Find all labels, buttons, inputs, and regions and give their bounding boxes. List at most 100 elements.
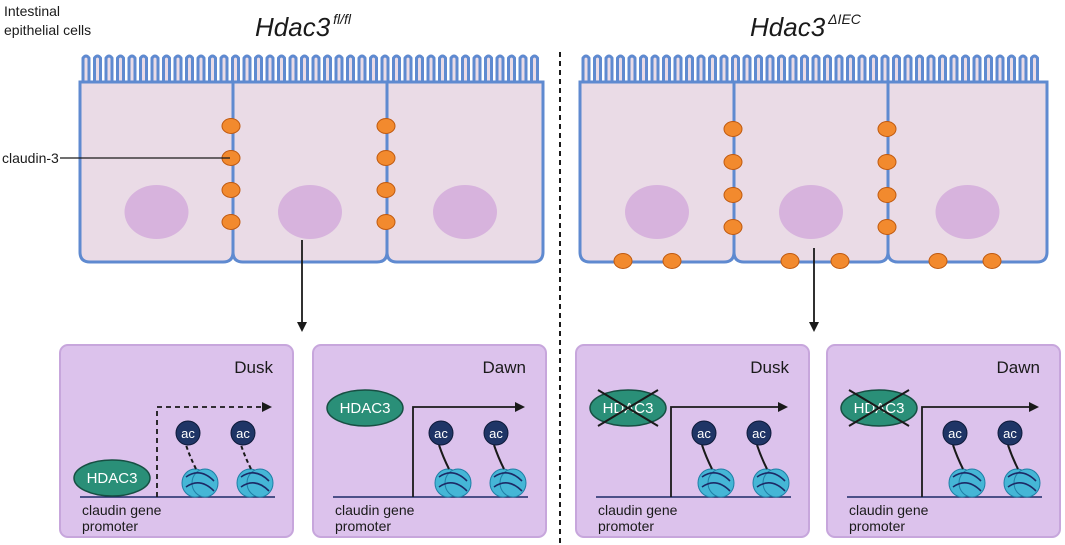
claudin-3-protein bbox=[613, 253, 633, 269]
nucleosome: ac bbox=[997, 420, 1041, 498]
acetyl-group bbox=[746, 420, 772, 446]
knockout-nucleus bbox=[625, 185, 689, 239]
claudin-3-protein bbox=[376, 214, 396, 230]
promoter-label-line2: promoter bbox=[335, 518, 391, 534]
floxed-nucleus bbox=[278, 185, 342, 239]
dna-wrap bbox=[185, 472, 215, 492]
panel-time-label: Dusk bbox=[750, 358, 789, 377]
acetyl-group bbox=[997, 420, 1023, 446]
acetyl-group bbox=[175, 420, 201, 446]
histone-tail bbox=[952, 444, 964, 470]
transcription-arrow bbox=[921, 402, 1039, 497]
claudin-3-protein bbox=[982, 253, 1002, 269]
acetyl-label: ac bbox=[948, 426, 962, 441]
dna-wrap bbox=[493, 472, 523, 492]
promoter-label-line2: promoter bbox=[82, 518, 138, 534]
histone-tail bbox=[1007, 444, 1019, 470]
cross-line bbox=[597, 389, 659, 427]
promoter-label-line1: claudin gene bbox=[849, 502, 929, 518]
floxed-nucleus bbox=[124, 185, 189, 239]
nucleosome: ac bbox=[691, 420, 735, 498]
epithelium-floxed bbox=[78, 54, 545, 264]
acetyl-group bbox=[691, 420, 717, 446]
acetyl-group bbox=[942, 420, 968, 446]
claudin-3-protein bbox=[221, 214, 241, 230]
knockout-nucleus bbox=[935, 185, 1000, 239]
transcription-arrow bbox=[412, 402, 525, 497]
knockout-cell bbox=[886, 80, 1049, 264]
nucleosome: ac bbox=[230, 420, 274, 498]
claudin-3-protein bbox=[830, 253, 850, 269]
knockout-nucleus bbox=[779, 185, 843, 239]
histone-tail bbox=[240, 444, 252, 470]
nucleosome: ac bbox=[483, 420, 527, 498]
transcription-arrow bbox=[156, 402, 272, 497]
acetyl-label: ac bbox=[697, 426, 711, 441]
right-title-main: Hdac3 bbox=[750, 12, 826, 42]
floxed-cell bbox=[385, 80, 545, 264]
acetyl-label: ac bbox=[434, 426, 448, 441]
acetyl-label: ac bbox=[489, 426, 503, 441]
histone-tail bbox=[185, 444, 197, 470]
claudin-3-protein bbox=[723, 121, 743, 137]
acetyl-label: ac bbox=[181, 426, 195, 441]
hdac3-deleted: HDAC3 bbox=[589, 389, 667, 427]
hdac3-label: HDAC3 bbox=[87, 470, 138, 487]
histone-tail bbox=[701, 444, 713, 470]
transcription-arrow bbox=[670, 402, 788, 497]
acetyl-label: ac bbox=[752, 426, 766, 441]
acetyl-label: ac bbox=[1003, 426, 1017, 441]
promoter-label-line2: promoter bbox=[598, 518, 654, 534]
left-title-sup: fl/fl bbox=[333, 11, 352, 27]
promoter-label-line1: claudin gene bbox=[335, 502, 415, 518]
claudin-3-protein bbox=[723, 154, 743, 170]
hdac3-deleted: HDAC3 bbox=[840, 389, 918, 427]
hdac3-protein: HDAC3 bbox=[73, 459, 151, 497]
knockout-microvilli bbox=[580, 54, 1047, 84]
epithelium-knockout bbox=[578, 54, 1049, 269]
promoter-label-line1: claudin gene bbox=[82, 502, 162, 518]
claudin-3-protein bbox=[376, 118, 396, 134]
claudin-3-protein bbox=[780, 253, 800, 269]
nucleosome: ac bbox=[746, 420, 790, 498]
nucleosome: ac bbox=[942, 420, 986, 498]
floxed-nucleus bbox=[433, 185, 497, 239]
histone-tail bbox=[756, 444, 768, 470]
dna-wrap bbox=[756, 472, 786, 492]
claudin-3-protein bbox=[221, 182, 241, 198]
dna-wrap bbox=[438, 472, 468, 492]
nucleosome: ac bbox=[175, 420, 219, 498]
claudin-3-protein bbox=[877, 187, 897, 203]
nucleosome: ac bbox=[428, 420, 472, 498]
panel-time-label: Dusk bbox=[234, 358, 273, 377]
claudin-3-protein bbox=[221, 118, 241, 134]
cross-line bbox=[848, 389, 910, 427]
dna-wrap bbox=[1007, 472, 1037, 492]
dna-wrap bbox=[701, 472, 731, 492]
claudin-3-protein bbox=[723, 219, 743, 235]
panel-time-label: Dawn bbox=[997, 358, 1040, 377]
hdac3-protein: HDAC3 bbox=[326, 389, 404, 427]
dna-wrap bbox=[952, 472, 982, 492]
claudin-3-protein bbox=[662, 253, 682, 269]
promoter-label-line2: promoter bbox=[849, 518, 905, 534]
acetyl-label: ac bbox=[236, 426, 250, 441]
dna-wrap bbox=[240, 472, 270, 492]
left-title-main: Hdac3 bbox=[255, 12, 331, 42]
claudin-3-protein bbox=[877, 219, 897, 235]
hdac3-shape bbox=[73, 459, 151, 497]
claudin-3-protein bbox=[877, 121, 897, 137]
acetyl-group bbox=[428, 420, 454, 446]
histone-tail bbox=[493, 444, 505, 470]
cell-type-label-line1: Intestinal bbox=[4, 3, 60, 19]
claudin-3-protein bbox=[376, 182, 396, 198]
claudin-3-protein bbox=[928, 253, 948, 269]
